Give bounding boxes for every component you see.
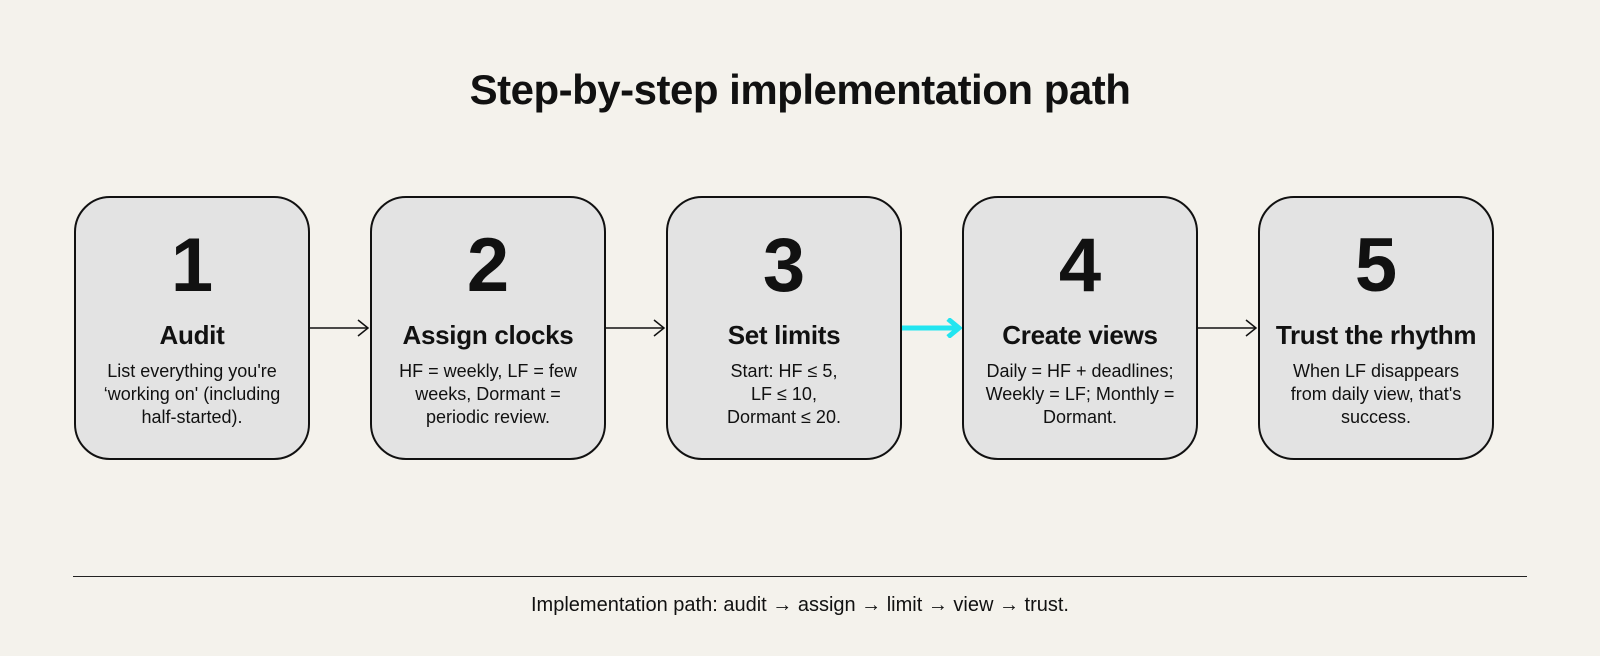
step-heading: Set limits [727,320,841,350]
step-heading: Create views [1002,320,1158,350]
step-description: Start: HF ≤ 5, LF ≤ 10, Dormant ≤ 20. [727,361,841,427]
step-box-3: 3 Set limits Start: HF ≤ 5, LF ≤ 10, Dor… [666,196,902,460]
step-description: When LF disappears from daily view, that… [1290,361,1462,427]
arrow-right-icon [310,319,370,337]
step-box-5: 5 Trust the rhythm When LF disappears fr… [1258,196,1494,460]
step-box-2: 2 Assign clocks HF = weekly, LF = few we… [370,196,606,460]
divider [73,576,1527,577]
step-number: 5 [1354,223,1398,308]
step-number: 1 [170,223,214,308]
step-description: List everything you're ‘working on' (inc… [103,361,281,427]
step-number: 2 [466,223,510,308]
step-box-4: 4 Create views Daily = HF + deadlines; W… [962,196,1198,460]
step-heading: Audit [159,320,225,350]
diagram-title: Step-by-step implementation path [469,66,1131,113]
arrow-right-icon [606,319,666,337]
arrow-right-icon [1198,319,1258,337]
step-number: 4 [1058,223,1102,308]
step-description: Daily = HF + deadlines; Weekly = LF; Mon… [985,361,1175,427]
highlighted-arrow-right-icon [902,318,962,338]
step-heading: Assign clocks [402,320,574,350]
step-box-1: 1 Audit List everything you're ‘working … [74,196,310,460]
footer-caption: Implementation path: audit → assign → li… [531,594,1069,616]
step-description: HF = weekly, LF = few weeks, Dormant = p… [399,361,577,427]
step-number: 3 [762,223,806,308]
step-heading: Trust the rhythm [1275,320,1477,350]
